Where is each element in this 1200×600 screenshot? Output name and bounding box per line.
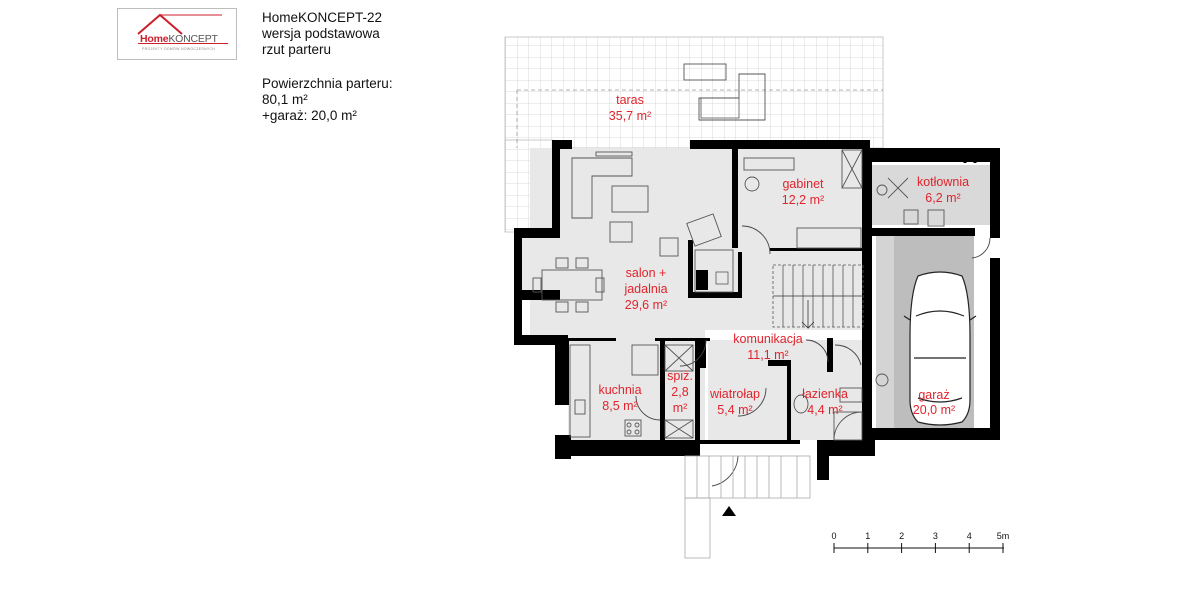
spiz-area: 2,8 [671,385,688,399]
project-version: wersja podstawowa [262,26,380,41]
logo-brand-koncept: KONCEPT [168,33,218,45]
toilet-icon [793,394,809,414]
kitchen-counter-icon [569,344,591,438]
logo-wordmark: HomeKONCEPT [140,33,218,45]
armchair-icon [609,221,633,243]
entrance-arrow-icon [722,506,736,516]
sink-icon [574,399,586,415]
outdoor-table-icon [700,97,740,119]
kotlownia-area: 6,2 m² [925,191,960,205]
logo-tagline: PROJEKTY DOMÓW NOWOCZESNYCH [142,47,216,51]
desk-icon [743,157,795,171]
bathroom-fixtures [793,373,889,441]
stairs [772,264,864,329]
wiatrolap-area: 5,4 m² [717,403,752,417]
taras-area: 35,7 m² [609,109,651,123]
house-logo-icon [137,13,228,44]
komunikacja-area: 11,1 m² [747,348,788,362]
fridge-icon [631,344,659,376]
sofa-icon [796,227,862,249]
boiler-fixtures [876,177,945,227]
garaz-area: 20,0 m² [913,403,955,417]
scale-tick-label: 4 [967,531,972,541]
project-title: HomeKONCEPT-22 [262,10,383,25]
corner-sofa-icon [571,157,633,219]
project-view: rzut parteru [262,42,332,57]
cooktop-icon [624,419,642,437]
kitchen-furniture [569,344,694,439]
garaz-label: garaż [918,388,949,402]
scale-tick-label: 5m [997,531,1010,541]
salon-label-2: jadalnia [623,282,667,296]
living-furniture [532,151,734,313]
armchair-icon [659,237,679,257]
dining-table-icon [541,269,603,301]
lazienka-label: łazienka [802,387,848,401]
project-info: HomeKONCEPT-22 wersja podstawowa rzut pa… [262,10,393,124]
garage-sink-icon [875,373,889,387]
taras-label: taras [616,93,644,107]
logo-brand-home: Home [140,33,169,45]
scale-tick-label: 3 [933,531,938,541]
lazienka-area: 4,4 m² [807,403,842,417]
kuchnia-area: 8,5 m² [602,399,637,413]
spiz-label: spiż. [667,369,693,383]
kuchnia-label: kuchnia [598,383,641,397]
sun-lounger-icon [683,63,727,81]
washbasin-icon [839,387,863,403]
interior-walls [568,148,975,444]
scale-tick-label: 0 [831,531,836,541]
wiatrolap-label: wiatrołap [709,387,760,401]
area-value: 80,1 m² [262,92,308,107]
doors [679,155,991,487]
gabinet-area: 12,2 m² [782,193,824,207]
scale-tick-label: 2 [899,531,904,541]
exterior-walls [514,140,1000,480]
kotlownia-label: kotłownia [917,175,969,189]
spiz-unit: m² [673,401,688,415]
scale-tick-label: 1 [865,531,870,541]
car-icon [903,271,977,426]
scale-bar: 0 1 2 3 4 5m [831,531,1009,553]
fireplace-icon [696,270,729,290]
salon-area: 29,6 m² [625,298,667,312]
komunikacja-label: komunikacja [733,332,803,346]
room-labels: taras 35,7 m² salon + jadalnia 29,6 m² g… [598,93,969,417]
salon-label-1: salon + [626,266,667,280]
area-label: Powierzchnia parteru: [262,76,393,91]
ventilation-icon [887,177,909,199]
office-furniture [741,149,863,255]
gabinet-label: gabinet [782,177,824,191]
shower-icon [833,411,863,441]
garage-area: +garaż: 20,0 m² [262,108,357,123]
armchair-icon [686,213,722,247]
logo: HomeKONCEPT PROJEKTY DOMÓW NOWOCZESNYCH [117,8,237,60]
entrance-steps [684,455,811,559]
